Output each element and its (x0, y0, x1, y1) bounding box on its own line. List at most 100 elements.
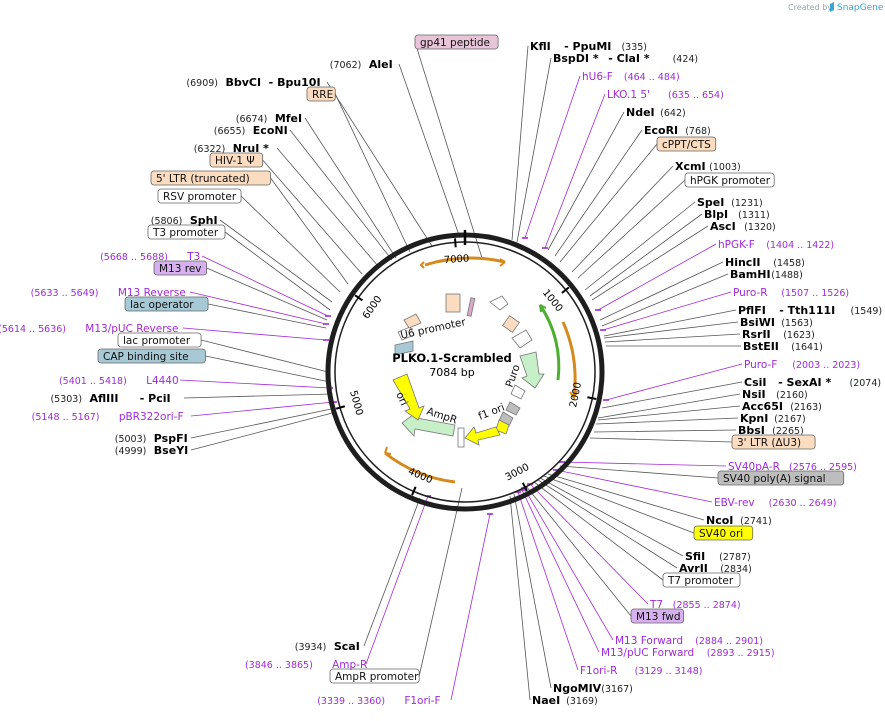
blpi-pos: (1311) (738, 210, 770, 221)
hpgkf-name: hPGK-F (718, 239, 755, 251)
tick-label: 3000 (504, 462, 532, 484)
asci-pos: (1320) (744, 222, 776, 233)
sphi-name: SphI (190, 214, 218, 227)
ncoi-name: NcoI (706, 514, 733, 527)
sv40-ori-feature (495, 419, 510, 435)
label-bsteii: BstEII(1641) (743, 340, 823, 353)
label-t3: (5668 .. 5688)T3 (100, 251, 200, 263)
label-pflfi: PflFI- Tth111I(1549) (738, 304, 882, 317)
nsii-connector (597, 393, 741, 419)
pflfi-pos: (1549) (851, 306, 883, 317)
label-ampr_p: (3846 .. 3865)Amp-R (245, 659, 367, 671)
kfli-name: KflI (530, 40, 551, 53)
rsvprom-connector (240, 195, 341, 293)
t7prom-connector (533, 481, 664, 581)
orange-arc-top (424, 256, 506, 267)
econi-name: EcoNI (253, 124, 288, 137)
hu6f-connector (524, 75, 581, 239)
label-m13pucrev: (5614 .. 5636)M13/pUC Reverse (0, 323, 178, 335)
lacop-connector (208, 303, 327, 329)
acc65i-name: Acc65I (742, 400, 783, 413)
rsrii-connector (604, 333, 741, 343)
snapgene-credit: Created by SnapGene (788, 2, 884, 13)
label-ncoi: NcoI(2741) (706, 514, 772, 527)
gp41-box-text: gp41 peptide (420, 37, 490, 49)
ori-arrow (392, 373, 425, 421)
tick-label: 5000 (347, 389, 365, 416)
orange-arc-bottom (384, 451, 456, 484)
hincii-name: HincII (725, 256, 761, 269)
label-l4440: (5401 .. 5418)L4440 (59, 375, 179, 387)
label-acc65i: Acc65I (2163) (742, 400, 822, 413)
spei-connector (584, 201, 696, 291)
kpni-pos: (2167) (774, 414, 806, 425)
sv40ori-box (693, 525, 754, 541)
plasmid-name: PLKO.1-Scrambled (392, 351, 512, 365)
alei-name: AleI (369, 58, 393, 71)
naei-name: NaeI (532, 694, 560, 707)
nsii-pos: (2160) (776, 390, 808, 401)
acc65i-connector (597, 405, 741, 421)
puro-arrow (519, 351, 545, 389)
purof-name: Puro-F (744, 359, 777, 371)
label-csii: CsiI- SexAI *(2074) (744, 376, 881, 389)
afliii-name: AflIII (90, 392, 119, 405)
hincii-pos: (1458) (773, 258, 805, 269)
ndei-name: NdeI (626, 106, 655, 119)
label-f1orif: (3339 .. 3360)F1ori-F (317, 695, 440, 707)
mfei-name: MfeI (275, 112, 302, 125)
tick-label: 2000 (568, 381, 584, 408)
ampprom-box (329, 668, 420, 684)
bseyi-name: BseYI (154, 444, 188, 457)
m13reverse-pos: (5633 .. 5649) (31, 288, 99, 299)
kpni-name: KpnI (740, 412, 768, 425)
f1orif-pos: (3339 .. 3360) (317, 696, 385, 707)
m13pucfwd-name: M13/pUC Forward (601, 647, 694, 659)
tick-mark (587, 396, 597, 401)
cap-connector (205, 355, 331, 383)
bbsi-name: BbsI (738, 424, 765, 437)
pspfi-name: PspFI (154, 432, 188, 445)
label-scai: (3934)ScaI (295, 640, 360, 653)
hincii-connector (599, 261, 724, 321)
sfii-connector (539, 477, 684, 557)
lko15-pos: (635 .. 654) (668, 90, 724, 101)
lko15-connector (544, 93, 606, 249)
rre-connector (334, 93, 411, 253)
bamhi-connector (601, 273, 729, 327)
sfii-pos: (2787) (719, 552, 751, 563)
purof-pos: (2003 .. 2023) (792, 360, 860, 371)
ltr5-connector (270, 177, 349, 285)
scai-pos: (3934) (295, 642, 327, 653)
orange-arc-right (561, 321, 577, 397)
label-m13rev: M13 rev (153, 260, 208, 276)
pbr322-name: pBR322ori-F (119, 411, 184, 423)
label-t7prom: T7 promoter (662, 572, 741, 588)
m13fwd-box-text: M13 fwd (636, 611, 681, 623)
inner-features (392, 293, 545, 448)
cap-box (97, 348, 206, 364)
label-nrui: (6322)NruI * (194, 142, 269, 155)
label-econi: (6655)EcoNI (214, 124, 288, 137)
acc65i-pos: (2163) (790, 402, 822, 413)
ltr3-box (731, 434, 816, 450)
puror-name: Puro-R (733, 287, 768, 299)
m13reverse-connector (189, 291, 327, 325)
cppt-box-text: cPPT/CTS (662, 139, 711, 151)
kfli-pos: (335) (621, 42, 647, 53)
kpni-connector (595, 417, 739, 425)
nsii-name: NsiI (742, 388, 766, 401)
label-ngomiv: NgoMIV(3167) (553, 682, 633, 695)
sfii-name: SfiI (685, 550, 705, 563)
bamhi-name: BamHI (730, 268, 771, 281)
f1orif-connector (450, 513, 491, 701)
bbvci-pos: (6909) (186, 78, 218, 89)
nrui-name: NruI * (233, 142, 269, 155)
ngomiv-name: NgoMIV (553, 682, 602, 695)
sv40polya-connector (559, 465, 719, 479)
sphi-pos: (5806) (151, 216, 183, 227)
label-lacop: lac operator (124, 296, 209, 312)
sv40polya-box-text: SV40 poly(A) signal (723, 473, 826, 485)
hu6f-name: hU6-F (582, 71, 613, 83)
